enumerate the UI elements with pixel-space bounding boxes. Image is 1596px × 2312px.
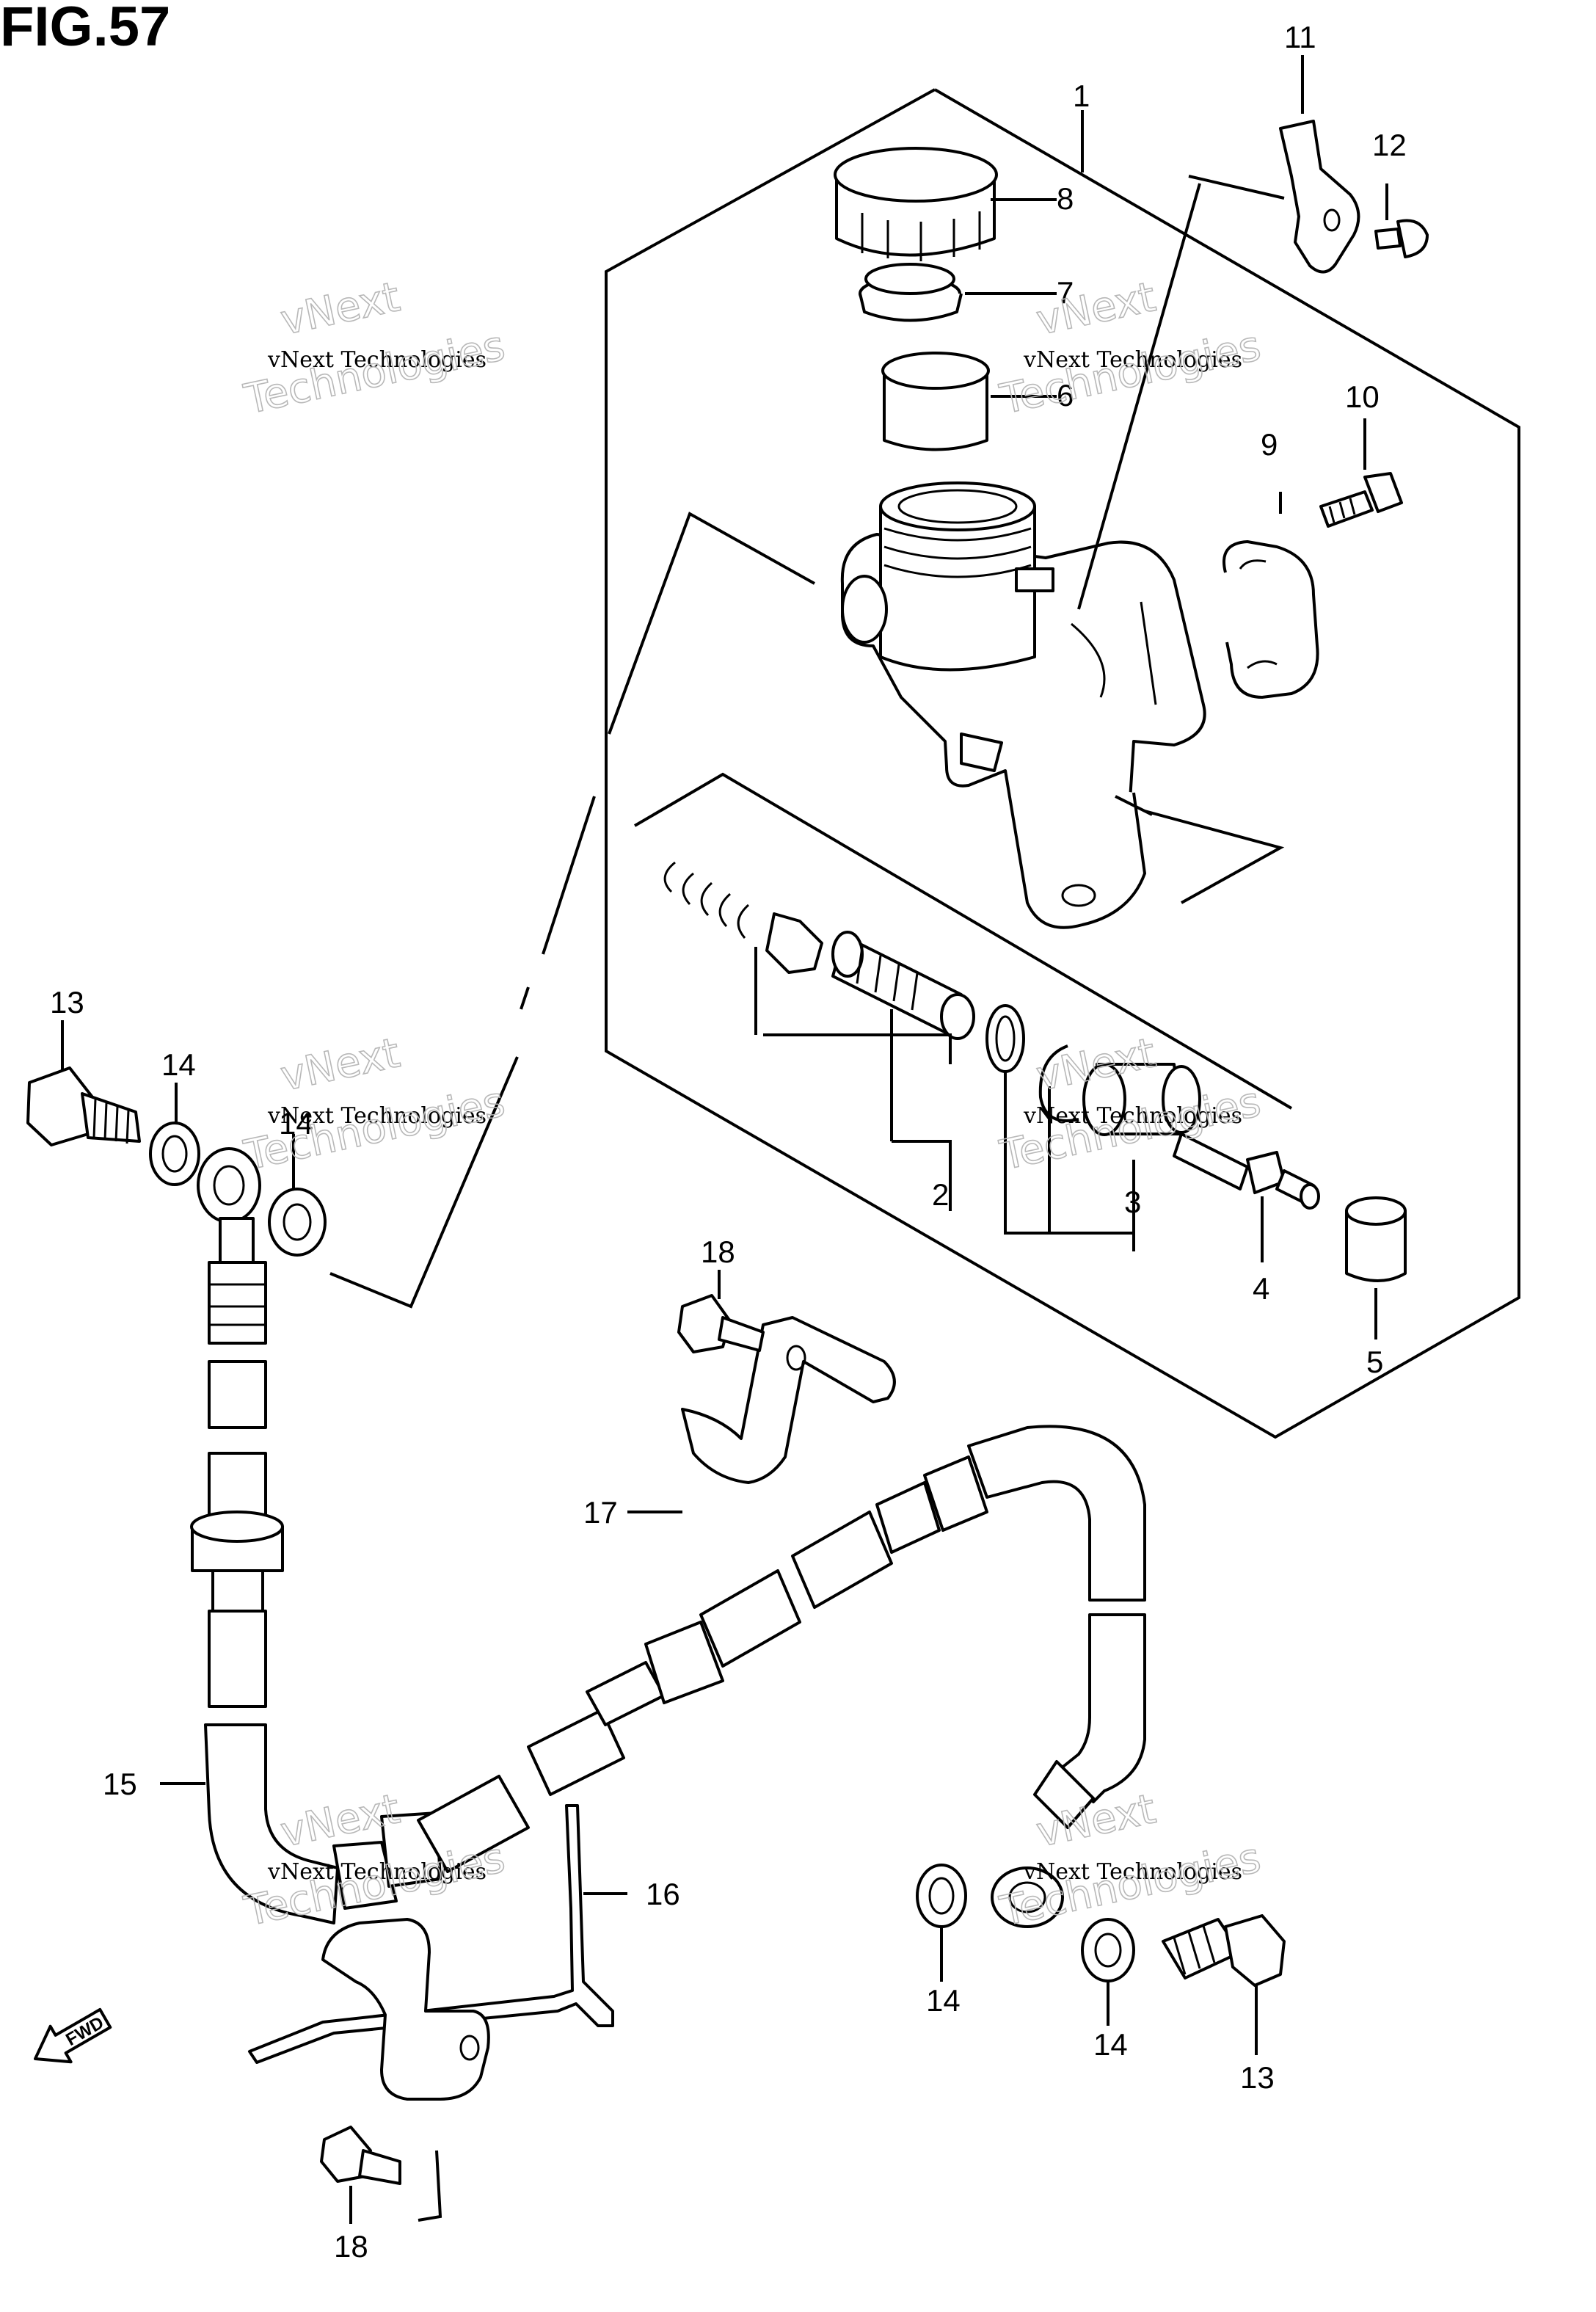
exploded-view-guides xyxy=(329,175,1293,1309)
callout-15: 15 xyxy=(103,1767,137,1801)
svg-text:vNext: vNext xyxy=(277,273,404,345)
washer-upper-1 xyxy=(149,1122,200,1186)
svg-text:vNext Technologies: vNext Technologies xyxy=(267,1859,487,1885)
svg-text:vNext Technologies: vNext Technologies xyxy=(1023,1103,1242,1129)
banjo-bolt-lower xyxy=(1162,1914,1286,1987)
push-rod-boot xyxy=(1345,1196,1407,1282)
callout-18-upper: 18 xyxy=(701,1235,735,1269)
callout-labels: 1 2 3 4 5 6 7 8 9 10 11 12 13 13 14 14 1… xyxy=(50,20,1407,2264)
leader-lines xyxy=(61,55,1388,2224)
svg-text:Technologies: Technologies xyxy=(996,1834,1264,1936)
callout-14-lower-2: 14 xyxy=(1093,2027,1128,2062)
banjo-bolt-upper xyxy=(26,1066,141,1146)
hose-clamp-lower xyxy=(321,1918,490,2101)
svg-text:vNext Technologies: vNext Technologies xyxy=(1023,1859,1242,1885)
hose-bracket-upper xyxy=(681,1316,896,1484)
banjo-fitting-upper xyxy=(197,1147,261,1264)
watermark-group-6: vNext vNext Technologies Technologies xyxy=(995,1784,1265,1936)
svg-text:Technologies: Technologies xyxy=(240,322,509,424)
washer-lower-1 xyxy=(916,1864,967,1928)
callout-11: 11 xyxy=(1284,20,1316,54)
piston-kit xyxy=(649,861,975,1040)
diaphragm-plate xyxy=(859,263,963,322)
callout-7: 7 xyxy=(1057,275,1074,310)
washer-lower-2 xyxy=(1081,1918,1135,1982)
master-cylinder-body xyxy=(840,481,1206,929)
handlebar-clamp xyxy=(1222,540,1319,699)
callout-3: 3 xyxy=(1124,1185,1141,1219)
svg-text:vNext Technologies: vNext Technologies xyxy=(1023,347,1242,373)
push-rod xyxy=(1173,1133,1320,1210)
watermark-group-3: vNext vNext Technologies Technologies xyxy=(239,1028,509,1180)
callout-17: 17 xyxy=(583,1495,618,1530)
assembly-boundary xyxy=(605,88,1520,1439)
figure-title: FIG.57 xyxy=(0,0,170,58)
callout-5: 5 xyxy=(1366,1345,1383,1379)
diaphragm xyxy=(881,352,990,451)
washer-upper-2 xyxy=(268,1188,327,1257)
reservoir-cap xyxy=(834,147,998,261)
svg-text:Technologies: Technologies xyxy=(240,1078,509,1180)
callout-18-lower: 18 xyxy=(334,2229,368,2264)
callout-14-upper-1: 14 xyxy=(161,1047,196,1082)
bracket-bolt-upper xyxy=(677,1294,765,1353)
watermark-group-1: vNext vNext Technologies Technologies xyxy=(239,272,509,424)
callout-8: 8 xyxy=(1057,181,1074,216)
svg-text:vNext: vNext xyxy=(277,1029,404,1101)
banjo-fitting-lower xyxy=(991,1866,1064,1928)
callout-13-upper: 13 xyxy=(50,985,84,1019)
switch-screw xyxy=(1374,219,1429,258)
callout-1: 1 xyxy=(1073,79,1090,113)
callout-4: 4 xyxy=(1253,1271,1269,1306)
bracket-bolt-lower xyxy=(320,2126,442,2222)
callout-9: 9 xyxy=(1261,427,1278,462)
callout-13-lower: 13 xyxy=(1240,2060,1275,2095)
callout-14-upper-2: 14 xyxy=(279,1106,313,1141)
svg-text:vNext Technologies: vNext Technologies xyxy=(267,347,487,373)
clamp-bolt xyxy=(1319,472,1403,528)
callout-6: 6 xyxy=(1057,378,1074,412)
callout-12: 12 xyxy=(1372,128,1407,162)
callout-14-lower-1: 14 xyxy=(926,1983,961,2018)
switch-bracket xyxy=(1279,120,1360,274)
watermark-group-2: vNext vNext Technologies Technologies xyxy=(995,272,1265,424)
callout-16: 16 xyxy=(646,1877,680,1911)
clutch-hose xyxy=(190,1261,1146,1924)
forward-direction-marker: FWD xyxy=(34,2007,112,2064)
svg-text:vNext Technologies: vNext Technologies xyxy=(267,1103,487,1129)
callout-2: 2 xyxy=(932,1177,949,1212)
callout-10: 10 xyxy=(1345,379,1380,414)
svg-text:Technologies: Technologies xyxy=(996,322,1264,424)
svg-text:vNext: vNext xyxy=(1032,273,1160,345)
